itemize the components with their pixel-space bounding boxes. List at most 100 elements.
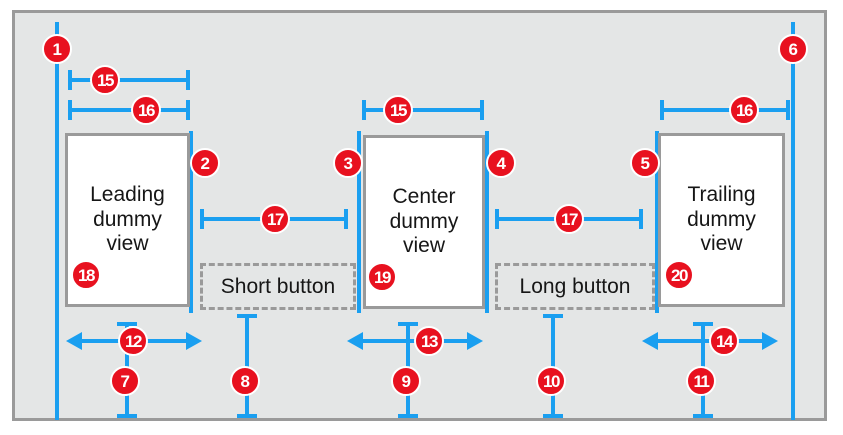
- gap-17-right-end-tick: [639, 209, 643, 229]
- callout-badge-5: 5: [630, 148, 660, 178]
- guide-line-5: [655, 131, 659, 313]
- guide-10-bottom-tick: [543, 414, 563, 418]
- guide-line-3: [357, 131, 361, 313]
- guide-7-bottom-tick: [117, 414, 137, 418]
- margin-16-left-end-tick: [186, 100, 190, 120]
- callout-19-text: 19: [374, 267, 391, 287]
- callout-badge-12: 12: [118, 326, 148, 356]
- margin-15-left-end-tick: [186, 70, 190, 90]
- margin-15-center-start-tick: [362, 100, 366, 120]
- leading-view-line1: Leading: [90, 183, 165, 207]
- callout-badge-20: 20: [664, 260, 694, 290]
- trailing-view-line1: Trailing: [687, 183, 756, 207]
- callout-badge-15-center: 15: [383, 95, 413, 125]
- guide-11-bottom-tick: [693, 414, 713, 418]
- gap-17-right-start-tick: [495, 209, 499, 229]
- callout-11-text: 11: [693, 371, 710, 391]
- callout-badge-9: 9: [391, 366, 421, 396]
- margin-dimension-15-center: [362, 108, 484, 112]
- guide-7-top-tick: [117, 322, 137, 326]
- callout-badge-6: 6: [778, 34, 808, 64]
- callout-16-right-text: 16: [736, 100, 753, 120]
- center-view-line3: view: [402, 234, 445, 258]
- center-dummy-view-label: Center dummy view: [390, 185, 459, 258]
- guide-8-top-tick: [237, 314, 257, 318]
- guide-8-bottom-tick: [237, 414, 257, 418]
- callout-badge-2: 2: [190, 148, 220, 178]
- callout-badge-16-left: 16: [131, 95, 161, 125]
- gap-17-left-start-tick: [200, 209, 204, 229]
- callout-badge-10: 10: [536, 366, 566, 396]
- callout-4-text: 4: [496, 153, 506, 173]
- long-button[interactable]: Long button: [495, 263, 655, 310]
- guide-9-top-tick: [398, 322, 418, 326]
- guide-10-top-tick: [543, 314, 563, 318]
- callout-1-text: 1: [52, 39, 62, 59]
- callout-badge-13: 13: [414, 326, 444, 356]
- guide-11-top-tick: [693, 322, 713, 326]
- callout-badge-15-left: 15: [90, 65, 120, 95]
- callout-5-text: 5: [640, 153, 650, 173]
- guide-line-6: [791, 22, 795, 420]
- callout-badge-14: 14: [709, 326, 739, 356]
- callout-badge-18: 18: [71, 260, 101, 290]
- spacing-12-left-arrowhead: [66, 332, 82, 350]
- spacing-12-right-arrowhead: [186, 332, 202, 350]
- callout-15-left-text: 15: [97, 70, 114, 90]
- spacing-14-right-arrowhead: [762, 332, 778, 350]
- margin-16-left-start-tick: [68, 100, 72, 120]
- margin-dimension-15-left: [68, 78, 190, 82]
- guide-9-bottom-tick: [398, 414, 418, 418]
- trailing-view-line2: dummy: [687, 207, 756, 231]
- spacing-13-left-arrowhead: [347, 332, 363, 350]
- callout-15-center-text: 15: [390, 100, 407, 120]
- spacing-13-right-arrowhead: [467, 332, 483, 350]
- margin-15-center-end-tick: [480, 100, 484, 120]
- callout-8-text: 8: [240, 371, 250, 391]
- guide-line-4: [485, 131, 489, 313]
- leading-dummy-view-label: Leading dummy view: [90, 183, 165, 256]
- trailing-view-line3: view: [700, 232, 743, 256]
- margin-16-right-end-tick: [786, 100, 790, 120]
- callout-9-text: 9: [401, 371, 411, 391]
- center-view-line1: Center: [392, 185, 456, 209]
- margin-16-right-start-tick: [660, 100, 664, 120]
- callout-7-text: 7: [120, 371, 130, 391]
- leading-view-line2: dummy: [93, 207, 162, 231]
- callout-13-text: 13: [421, 331, 438, 351]
- callout-badge-11: 11: [686, 366, 716, 396]
- center-view-line2: dummy: [389, 209, 459, 233]
- leading-view-line3: view: [106, 232, 149, 256]
- callout-18-text: 18: [78, 265, 95, 285]
- callout-14-text: 14: [716, 331, 733, 351]
- callout-badge-17-left: 17: [260, 204, 290, 234]
- callout-17-left-text: 17: [267, 209, 284, 229]
- guide-line-1: [55, 22, 59, 420]
- spacing-14-left-arrowhead: [642, 332, 658, 350]
- center-dummy-view[interactable]: Center dummy view: [363, 135, 485, 309]
- callout-badge-19: 19: [367, 262, 397, 292]
- trailing-dummy-view[interactable]: Trailing dummy view: [658, 133, 785, 307]
- callout-badge-8: 8: [230, 366, 260, 396]
- callout-10-text: 10: [543, 371, 560, 391]
- callout-16-left-text: 16: [138, 100, 155, 120]
- margin-dimension-16-right: [660, 108, 790, 112]
- callout-12-text: 12: [125, 331, 142, 351]
- short-button[interactable]: Short button: [200, 263, 356, 310]
- callout-17-right-text: 17: [561, 209, 578, 229]
- gap-17-left-end-tick: [344, 209, 348, 229]
- long-button-label: Long button: [519, 274, 631, 298]
- guide-line-2: [189, 131, 193, 313]
- callout-badge-17-right: 17: [554, 204, 584, 234]
- callout-badge-3: 3: [333, 148, 363, 178]
- margin-15-left-start-tick: [68, 70, 72, 90]
- callout-6-text: 6: [788, 39, 798, 59]
- margin-dimension-16-left: [68, 108, 190, 112]
- callout-badge-16-right: 16: [729, 95, 759, 125]
- callout-badge-1: 1: [42, 34, 72, 64]
- callout-3-text: 3: [343, 153, 353, 173]
- trailing-dummy-view-label: Trailing dummy view: [687, 183, 756, 256]
- callout-20-text: 20: [671, 265, 688, 285]
- callout-2-text: 2: [200, 153, 210, 173]
